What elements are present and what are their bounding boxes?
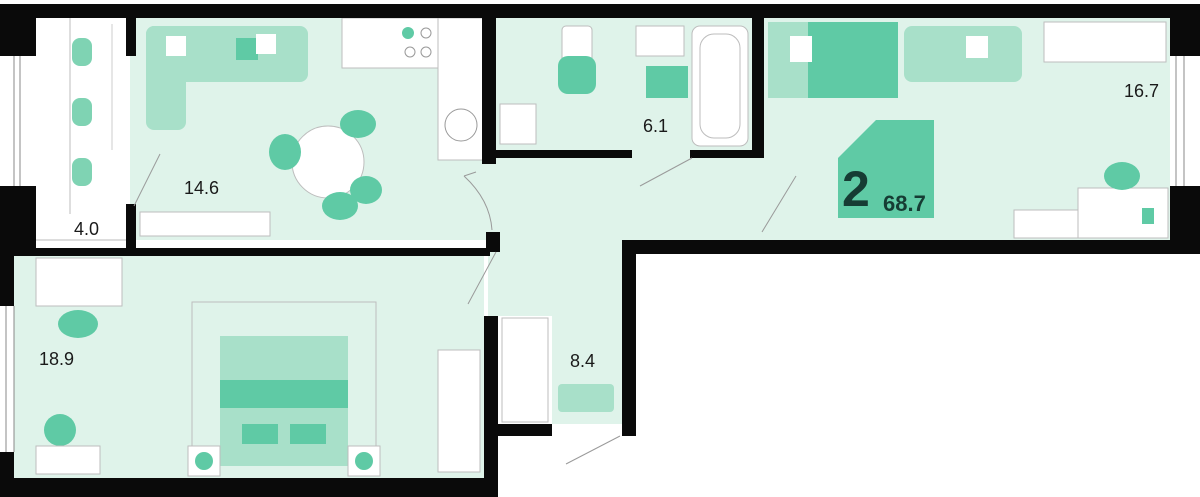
desk (1077, 187, 1169, 239)
doors (133, 153, 797, 465)
apartment-badge: 2 68.7 (838, 120, 934, 218)
bathtub (691, 25, 749, 147)
windows (5, 56, 1185, 452)
door-bath (639, 157, 693, 187)
door-mat (558, 384, 614, 412)
desk-bedroom-2 (35, 257, 123, 307)
bedroom-2-furniture (35, 257, 481, 477)
room-area-bedroom-1: 16.7 (1124, 81, 1160, 101)
kitchen-furniture (139, 17, 487, 237)
loggia-furniture (69, 18, 113, 214)
wardrobe (1043, 21, 1167, 63)
sofa-bedroom (904, 26, 1022, 82)
room-area-kitchen: 14.6 (184, 178, 220, 198)
total-area: 68.7 (883, 191, 926, 216)
washing-machine (499, 103, 537, 145)
washbasin (635, 25, 685, 57)
door-kitchen-arc (463, 175, 493, 231)
rooms-count: 2 (842, 161, 870, 217)
room-area-bedroom-2: 18.9 (39, 349, 75, 369)
walls (0, 4, 1200, 497)
room-area-bathroom: 6.1 (643, 116, 669, 136)
hall-wardrobe (501, 317, 549, 423)
hallway-furniture (501, 317, 614, 423)
door-entrance (565, 435, 621, 465)
tv-stand (139, 211, 271, 237)
door-kitchen (133, 153, 161, 207)
door-bedroom-2 (467, 251, 497, 305)
door-bedroom-1 (761, 175, 797, 233)
room-area-hallway: 8.4 (570, 351, 596, 371)
kitchen-counter-side (437, 17, 487, 161)
bathroom-furniture (499, 25, 749, 147)
bedroom-1-furniture (768, 21, 1169, 239)
room-area-loggia: 4.0 (74, 219, 100, 239)
badge-shape (838, 120, 934, 218)
wardrobe-bedroom-2 (437, 349, 481, 473)
